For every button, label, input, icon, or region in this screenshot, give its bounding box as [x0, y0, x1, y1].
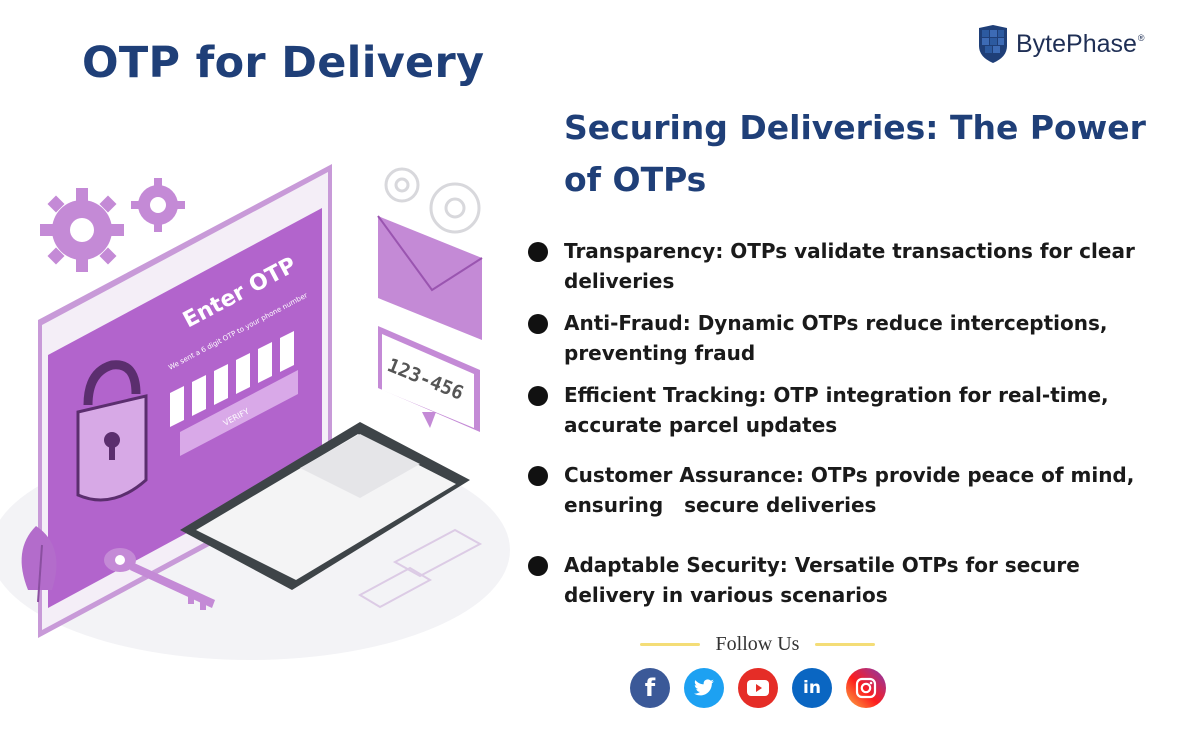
- facebook-glyph: f: [644, 674, 656, 702]
- twitter-icon[interactable]: [684, 668, 724, 708]
- bullet-icon: [528, 314, 548, 334]
- social-links: f in: [630, 668, 890, 710]
- section-subtitle: Securing Deliveries: The Power of OTPs: [564, 108, 1146, 199]
- follow-us-label: Follow Us: [715, 632, 800, 655]
- youtube-play-icon: [747, 680, 769, 696]
- bullet-icon: [528, 466, 548, 486]
- envelope-icon: [377, 215, 483, 340]
- bullet-text: Transparency: OTPs validate transactions…: [564, 239, 1142, 293]
- bullet-icon: [528, 242, 548, 262]
- padlock-icon: [76, 360, 148, 502]
- youtube-icon[interactable]: [738, 668, 778, 708]
- linkedin-icon[interactable]: in: [792, 668, 832, 708]
- verify-button[interactable]: [180, 370, 298, 456]
- otp-code-bubble: 123-456: [378, 326, 480, 432]
- bullet-text: Efficient Tracking: OTP integration for …: [564, 383, 1116, 437]
- brand-name: BytePhase ®: [1016, 30, 1145, 59]
- divider-left: [640, 642, 700, 646]
- logo-shield-icon: [979, 25, 1007, 63]
- gear-icon: [131, 178, 185, 232]
- page-title: OTP for Delivery: [82, 38, 485, 88]
- leaf-icon: [21, 526, 57, 603]
- instagram-icon[interactable]: [846, 668, 886, 708]
- bullet-text: Anti-Fraud: Dynamic OTPs reduce intercep…: [564, 311, 1115, 365]
- registered-mark: ®: [1137, 32, 1145, 43]
- brand-name-text: BytePhase: [1016, 29, 1137, 58]
- brand-logo[interactable]: BytePhase ®: [976, 22, 1156, 66]
- otp-input-boxes: [170, 331, 294, 427]
- illustration-canvas: Enter OTP We sent a 6 digit OTP to your …: [0, 164, 510, 660]
- smartphone-icon: [180, 422, 470, 590]
- linkedin-glyph: in: [803, 678, 821, 698]
- divider-right: [815, 642, 875, 646]
- facebook-icon[interactable]: f: [630, 668, 670, 708]
- follow-us: Follow Us: [640, 630, 875, 658]
- otp-illustration: Enter OTP We sent a 6 digit OTP to your …: [0, 150, 540, 670]
- bullet-text: Adaptable Security: Versatile OTPs for s…: [564, 553, 1087, 607]
- bullet-icon: [528, 386, 548, 406]
- twitter-bird-icon: [694, 679, 714, 696]
- gear-icon: [384, 167, 481, 234]
- bullet-text: Customer Assurance: OTPs provide peace o…: [564, 463, 1142, 517]
- bullet-icon: [528, 556, 548, 576]
- instagram-camera-icon: [855, 677, 877, 699]
- envelope-icon: [357, 528, 483, 609]
- key-icon: [104, 548, 215, 610]
- gear-icon: [40, 188, 124, 272]
